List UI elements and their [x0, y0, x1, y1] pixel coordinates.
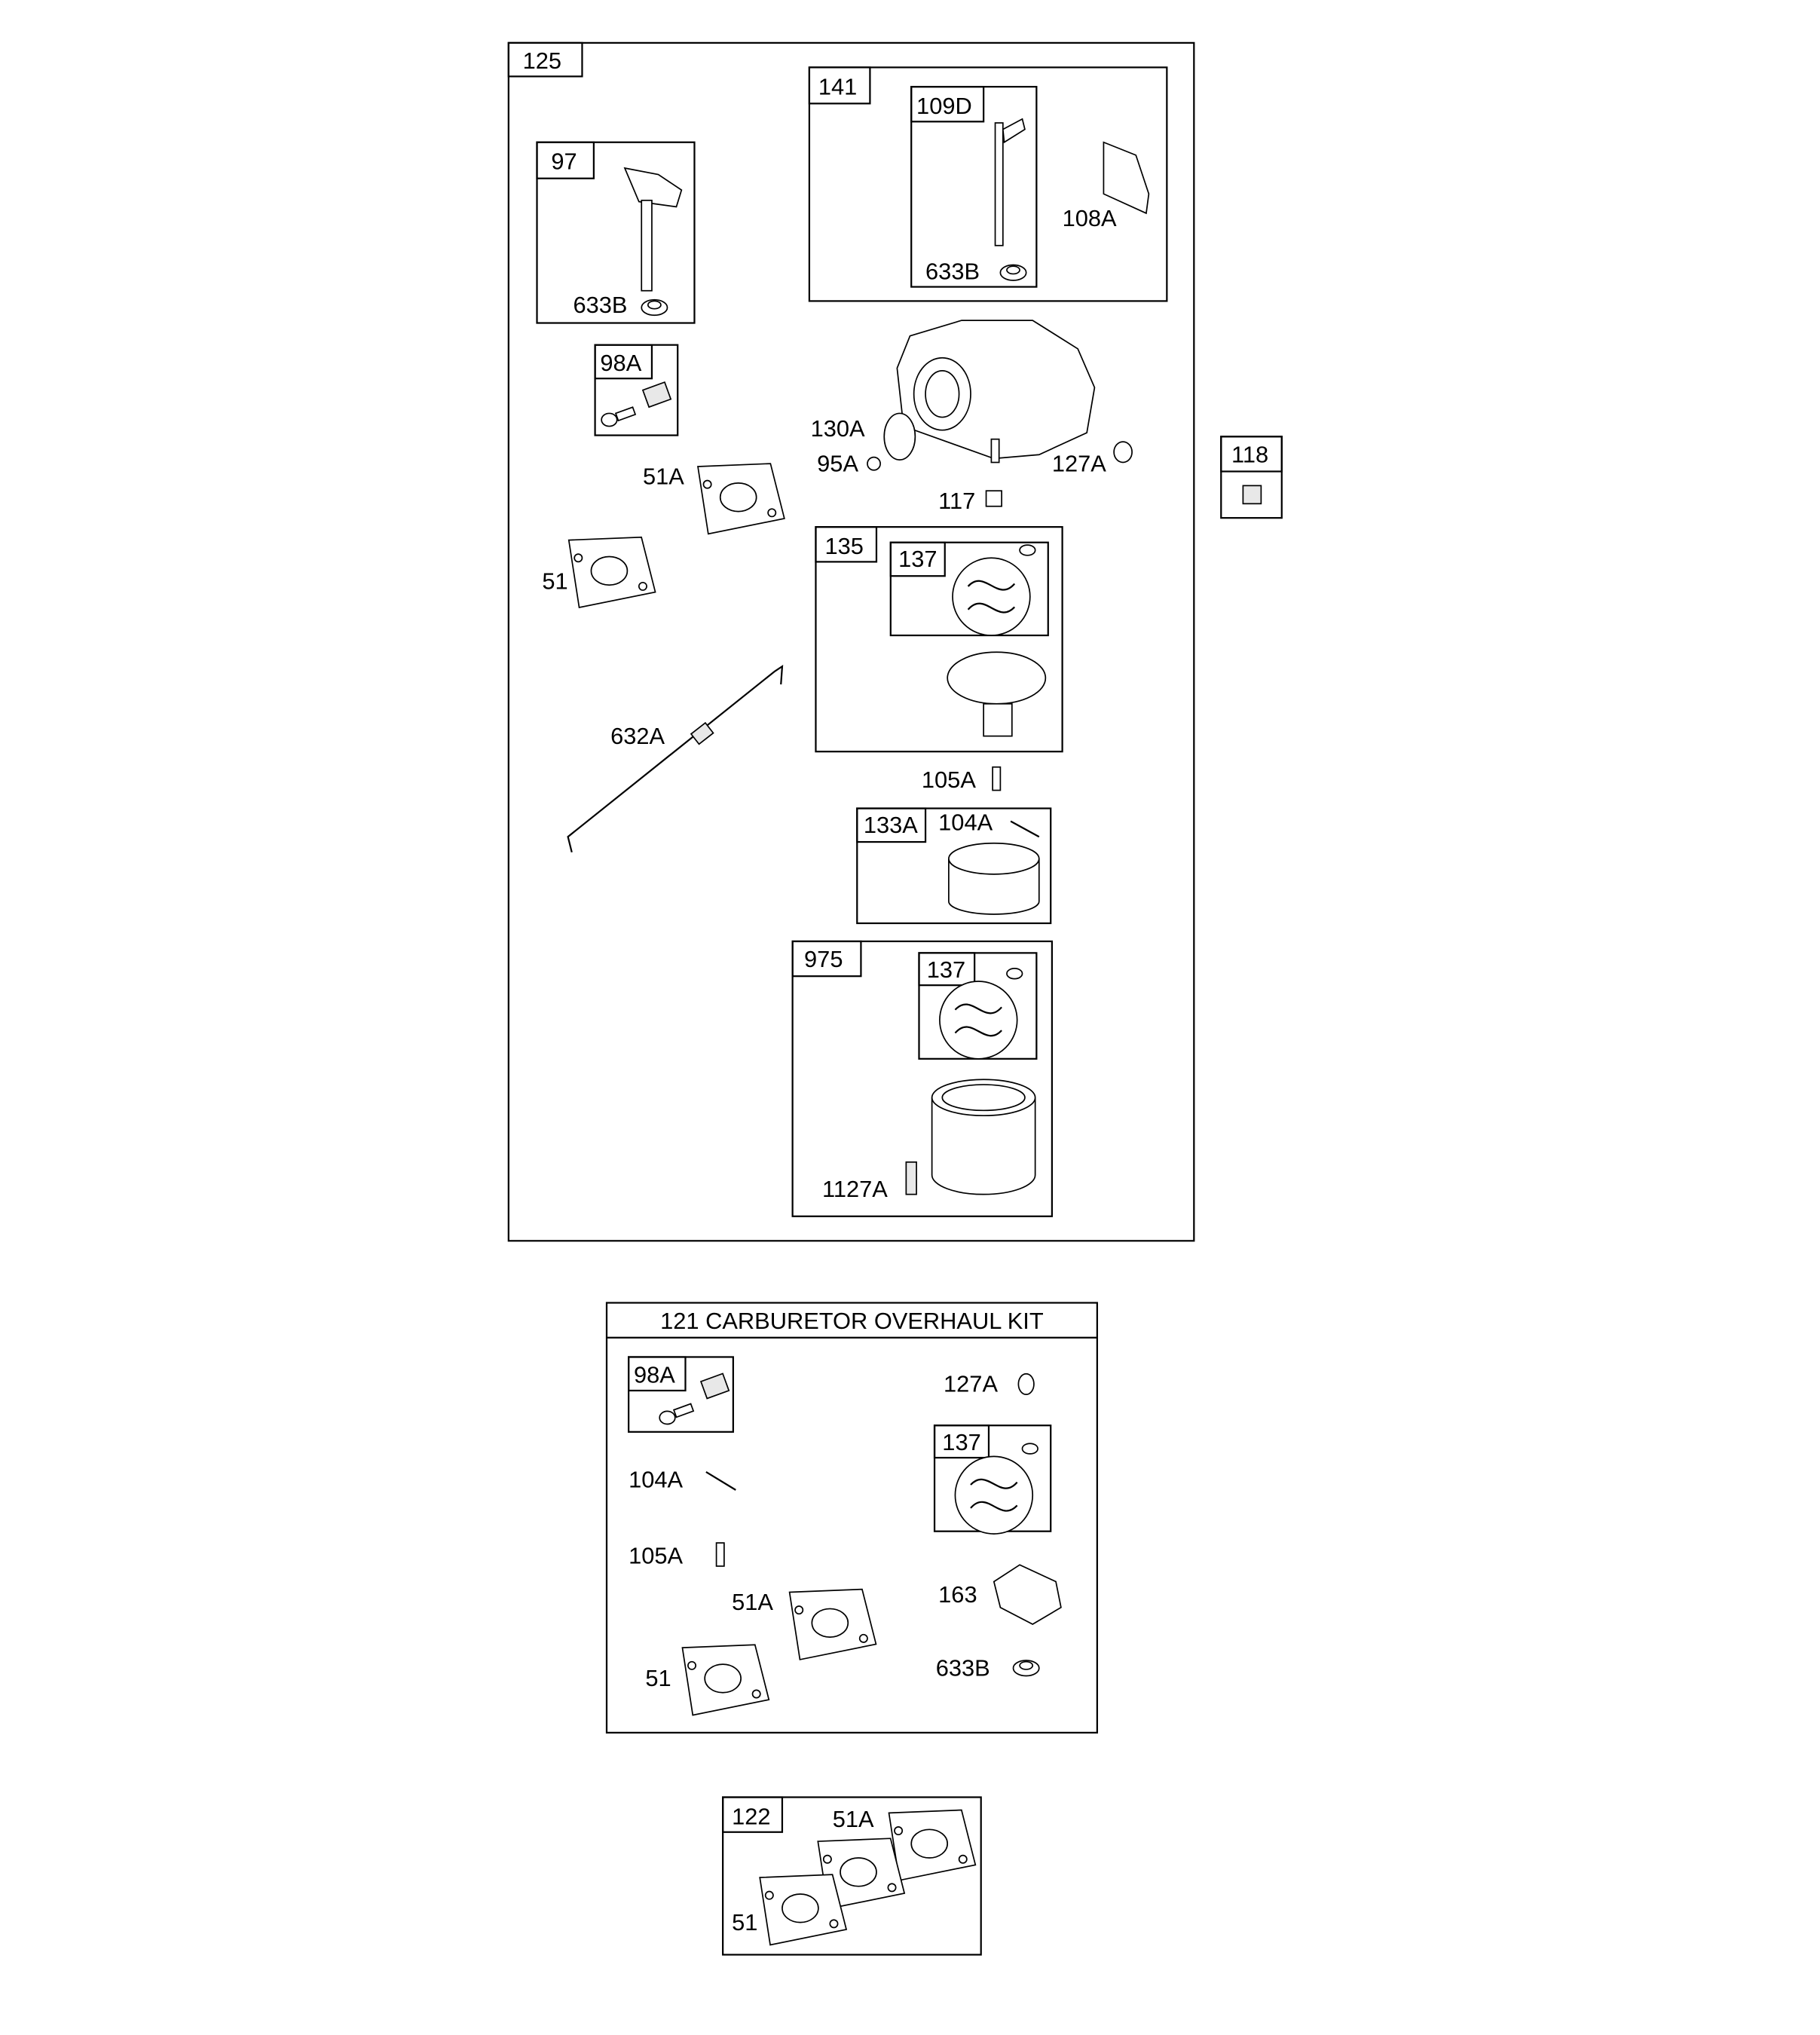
governor-link-part [567, 664, 784, 853]
screw-spring-part [659, 1372, 730, 1425]
needle-105A-part [992, 766, 1002, 791]
pin-part [705, 1470, 736, 1491]
group-label-98A[interactable]: 98A [634, 1362, 675, 1388]
part-label-127A[interactable]: 127A [944, 1371, 998, 1397]
group-label-137[interactable]: 137 [927, 956, 965, 983]
part-label-163[interactable]: 163 [938, 1581, 977, 1608]
part-label-51[interactable]: 51 [645, 1665, 671, 1691]
part-label-1127A[interactable]: 1127A [822, 1176, 888, 1202]
gasket-108A-part [1103, 141, 1150, 215]
part-label-51A[interactable]: 51A [643, 464, 684, 490]
group-label-975[interactable]: 975 [804, 946, 843, 972]
group-label-137[interactable]: 137 [898, 546, 937, 572]
group-label-98A[interactable]: 98A [600, 350, 641, 376]
kit-title[interactable]: 121 CARBURETOR OVERHAUL KIT [660, 1308, 1044, 1334]
group-122-kit: 122 51A 51 [722, 1796, 986, 1958]
part-label-104A[interactable]: 104A [938, 809, 993, 836]
carburetor-body-part [896, 320, 1096, 464]
plug-part [1242, 485, 1262, 505]
ring-part [1017, 1372, 1035, 1395]
screw-spring-part [601, 381, 672, 427]
gasket-51-part [557, 524, 665, 621]
part-label-632A[interactable]: 632A [610, 723, 665, 749]
part-label-51A[interactable]: 51A [833, 1806, 874, 1832]
group-label-133A[interactable]: 133A [864, 812, 918, 838]
gasket-163-part [993, 1564, 1062, 1625]
part-label-105A[interactable]: 105A [629, 1542, 683, 1568]
gasket-130A-part [883, 412, 916, 461]
part-label-51[interactable]: 51 [732, 1909, 757, 1936]
group-125: 125 141 109D 633B 108A 97 633B 98A 51A 5… [507, 41, 1195, 1242]
group-118: 118 [1220, 436, 1283, 519]
part-label-127A[interactable]: 127A [1052, 451, 1106, 477]
throttle-shaft-part [994, 118, 1026, 246]
group-label-122[interactable]: 122 [732, 1803, 770, 1829]
float-part [948, 842, 1040, 915]
part-label-130A[interactable]: 130A [811, 415, 865, 442]
part-label-108A[interactable]: 108A [1063, 205, 1117, 231]
part-label-633B[interactable]: 633B [936, 1655, 990, 1682]
group-label-141[interactable]: 141 [818, 73, 857, 99]
washer-part [999, 264, 1027, 281]
group-label-137[interactable]: 137 [942, 1429, 980, 1455]
gasket-51A-part [777, 1576, 886, 1673]
part-label-105A[interactable]: 105A [922, 767, 976, 793]
part-label-51[interactable]: 51 [542, 568, 567, 594]
float-bowl-part [947, 651, 1047, 737]
fuel-bowl-part [931, 1079, 1036, 1195]
group-label-135[interactable]: 135 [824, 533, 863, 559]
pin-part [1010, 820, 1040, 838]
group-label-97[interactable]: 97 [551, 148, 577, 175]
part-label-95A[interactable]: 95A [817, 451, 858, 477]
screw-95A-part [867, 456, 881, 471]
ring-127A-part [1113, 441, 1133, 464]
screw-1127A-part [905, 1161, 917, 1195]
plug-117-part [985, 490, 1002, 507]
washer-part [641, 298, 668, 317]
group-label-109D[interactable]: 109D [916, 93, 972, 119]
needle-part [715, 1542, 725, 1567]
gasket-51-part [670, 1632, 779, 1729]
part-label-117[interactable]: 117 [938, 488, 975, 514]
gasket-51A-part [686, 450, 794, 547]
group-121-kit: 121 CARBURETOR OVERHAUL KIT 98A 127A 137… [605, 1302, 1098, 1734]
part-label-51A[interactable]: 51A [732, 1589, 773, 1615]
washer-part [1012, 1660, 1040, 1677]
gasket-kit-part [951, 544, 1036, 637]
group-label-118[interactable]: 118 [1231, 442, 1268, 468]
choke-shaft-part [623, 167, 683, 292]
group-label-125[interactable]: 125 [523, 47, 561, 74]
part-label-633B[interactable]: 633B [925, 258, 980, 284]
part-label-104A[interactable]: 104A [629, 1466, 683, 1492]
part-label-633B[interactable]: 633B [573, 292, 627, 318]
